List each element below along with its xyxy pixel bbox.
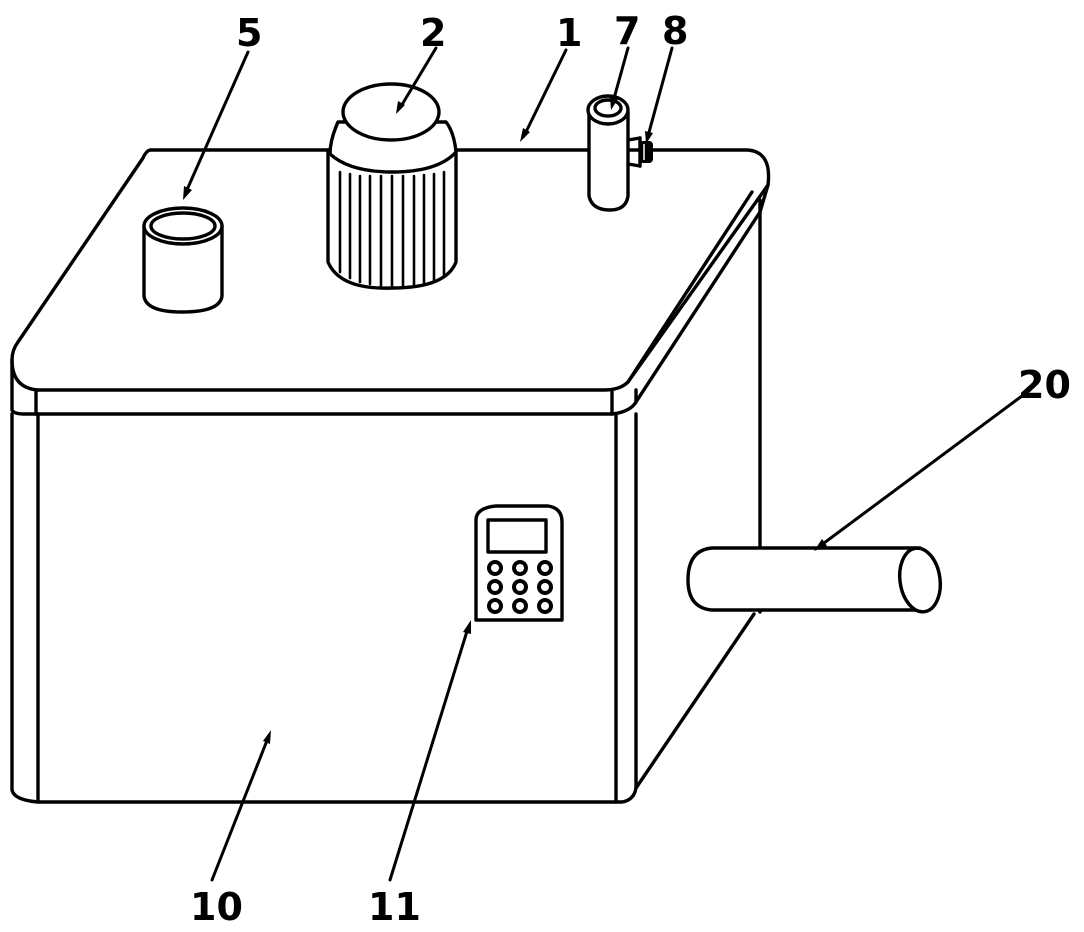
leader-8 <box>646 46 674 138</box>
housing-front-rim <box>10 358 638 416</box>
leader-lines <box>183 46 1032 882</box>
callout-11: 11 <box>368 885 421 929</box>
housing-side-bottom-edge <box>634 612 756 790</box>
control-panel-display <box>486 518 548 554</box>
leader-20 <box>818 388 1032 548</box>
callout-20: 20 <box>1018 363 1071 407</box>
control-panel-buttons <box>487 560 553 614</box>
callout-7: 7 <box>614 9 640 53</box>
keypad-button-center <box>491 602 499 610</box>
keypad-button-center <box>541 583 549 591</box>
callout-1: 1 <box>556 11 582 55</box>
leader-5 <box>184 50 250 194</box>
callout-5: 5 <box>236 11 262 55</box>
leader-11 <box>388 626 470 882</box>
motor-cooling-fins <box>338 170 446 288</box>
keypad-button-center <box>491 564 499 572</box>
leader-7 <box>611 46 630 104</box>
keypad-button-center <box>491 583 499 591</box>
keypad-button-center <box>516 564 524 572</box>
callout-labels: 1 2 5 7 8 10 11 20 <box>190 9 1071 929</box>
control-panel <box>474 504 564 622</box>
callout-2: 2 <box>420 11 446 55</box>
keypad-button-center <box>516 602 524 610</box>
valve-knob <box>639 141 653 163</box>
motor <box>326 82 458 290</box>
leader-1 <box>522 48 568 138</box>
outlet-pipe <box>686 546 942 614</box>
callout-10: 10 <box>190 885 243 929</box>
callout-8: 8 <box>662 9 688 53</box>
keypad-button-center <box>516 583 524 591</box>
keypad-button-center <box>541 602 549 610</box>
keypad-button-center <box>541 564 549 572</box>
housing-front-panel <box>10 412 638 804</box>
housing-side-rim-inner <box>626 190 754 384</box>
feed-cup <box>142 206 224 314</box>
leader-2 <box>398 46 438 110</box>
leader-10 <box>210 736 270 882</box>
